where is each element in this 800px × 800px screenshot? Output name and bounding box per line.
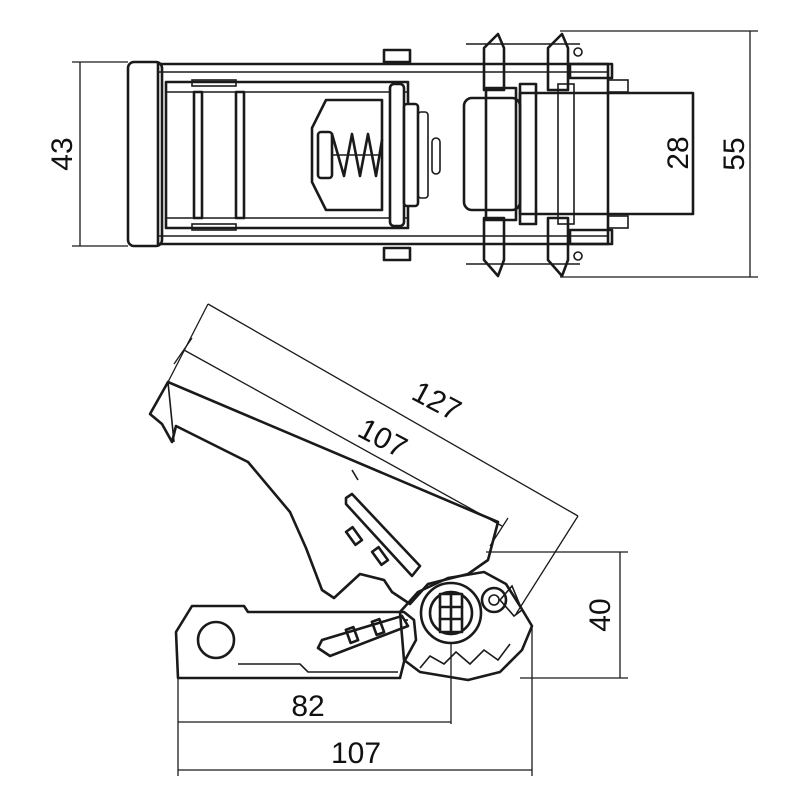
top-view: 43 28 55 <box>46 30 758 278</box>
dimension-label-82: 82 <box>291 690 324 723</box>
release-latch <box>316 614 410 658</box>
dimension-55: 55 <box>560 30 758 278</box>
dimension-label-28: 28 <box>662 136 695 169</box>
lever-handle <box>148 380 500 606</box>
side-view: 127 107 40 82 107 <box>148 303 628 776</box>
drum <box>462 96 522 212</box>
lever-pawl <box>344 492 422 578</box>
dimension-107-lever: 107 <box>173 337 509 547</box>
dimension-label-40: 40 <box>584 598 617 631</box>
dimension-40: 40 <box>486 551 628 679</box>
spring <box>316 130 384 180</box>
base-plate <box>174 604 418 680</box>
base-hole <box>196 620 236 660</box>
dimension-label-43: 43 <box>46 137 79 170</box>
dimension-label-55: 55 <box>718 137 751 170</box>
end-cap <box>126 60 164 248</box>
dimension-28: 28 <box>662 93 695 214</box>
dimension-82: 82 <box>177 643 452 776</box>
ratchet-wheel <box>482 32 506 92</box>
dimension-label-107-lever: 107 <box>353 412 413 465</box>
dimension-label-107-base: 107 <box>331 737 381 770</box>
spring-housing <box>310 98 384 212</box>
dimension-label-127: 127 <box>407 375 467 428</box>
dimension-107-base: 107 <box>178 626 533 776</box>
dimension-127: 127 <box>167 303 579 615</box>
main-frame <box>156 62 610 246</box>
dimension-43: 43 <box>46 61 128 247</box>
